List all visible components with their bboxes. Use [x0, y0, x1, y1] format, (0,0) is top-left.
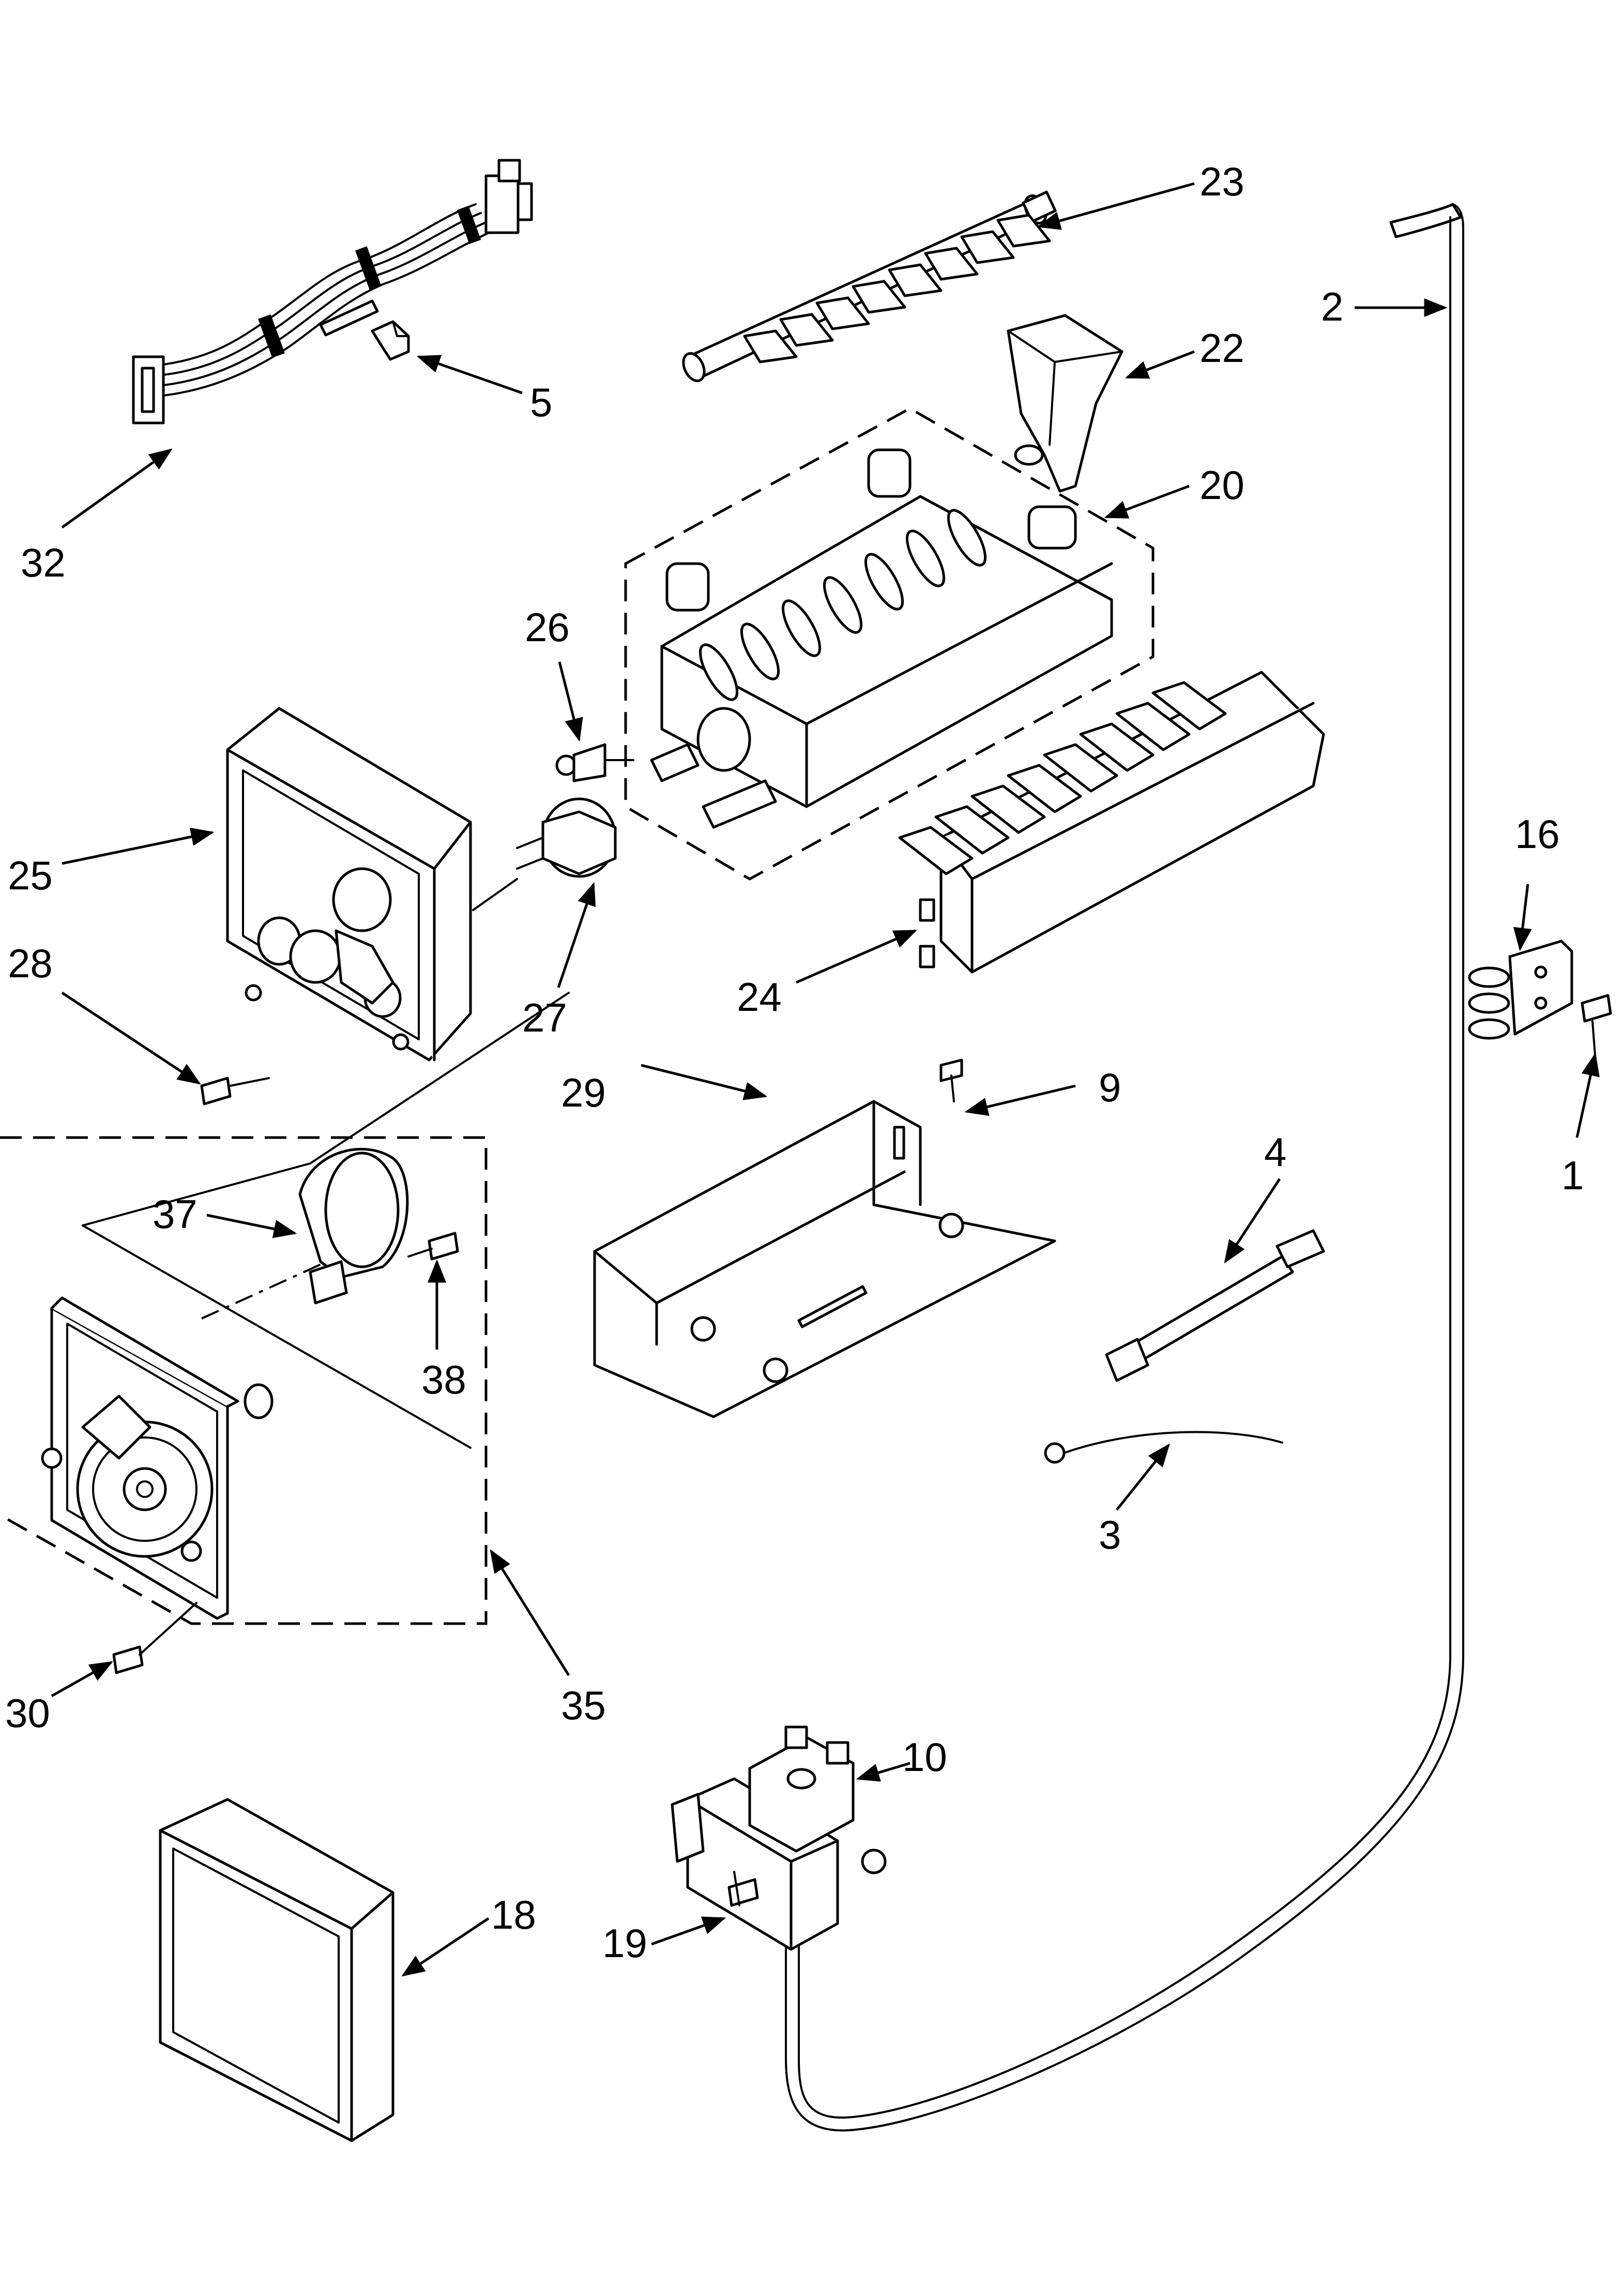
- callout-2: 2: [1321, 284, 1343, 329]
- part-24-stripper: [898, 671, 1325, 974]
- part-3-tube: [1044, 1431, 1283, 1464]
- callout-30: 30: [5, 1690, 50, 1736]
- part-38-screw: [407, 1232, 459, 1261]
- callout-3: 3: [1099, 1512, 1121, 1557]
- part-35-gear-plate: [41, 1296, 274, 1620]
- callout-19: 19: [602, 1920, 647, 1966]
- callout-24: 24: [737, 974, 782, 1020]
- part-19-screw: [727, 1871, 759, 1907]
- part-5-clip: [371, 320, 410, 361]
- callout-20: 20: [1200, 462, 1244, 508]
- callout-26: 26: [525, 604, 570, 650]
- callout-29: 29: [561, 1070, 606, 1115]
- part-25-control-housing: [226, 707, 472, 1062]
- part-18-cover: [159, 1798, 394, 2142]
- part-26-pin: [555, 743, 634, 782]
- callout-32: 32: [21, 540, 66, 585]
- part-29-mounting-plate: [593, 1100, 1056, 1418]
- callout-16: 16: [1515, 811, 1560, 857]
- part-1-screw: [1581, 994, 1612, 1056]
- part-9-screw: [939, 1058, 963, 1102]
- part-27-thermostat: [472, 797, 617, 911]
- callout-22: 22: [1200, 325, 1244, 371]
- callout-37: 37: [153, 1191, 198, 1237]
- part-16-bracket: [1468, 940, 1573, 1040]
- part-10-water-valve: [671, 1725, 887, 1951]
- callout-4: 4: [1264, 1129, 1286, 1175]
- callout-labels: 23 2 22 5 32 20 26 25 16 28 27 24 29 9 4…: [5, 159, 1584, 1966]
- callout-27: 27: [522, 995, 567, 1040]
- callout-35: 35: [561, 1683, 606, 1728]
- callout-25: 25: [8, 853, 53, 898]
- part-20-ice-mold: [624, 407, 1155, 881]
- part-4-fill-tube: [1105, 1229, 1325, 1382]
- part-2-water-line: [785, 203, 1464, 2132]
- callout-18: 18: [491, 1892, 536, 1937]
- callout-38: 38: [421, 1357, 466, 1402]
- callout-23: 23: [1200, 159, 1244, 204]
- callout-1: 1: [1561, 1153, 1584, 1198]
- part-22-fill-cup: [1007, 314, 1124, 493]
- part-37-motor: [298, 1147, 409, 1305]
- part-23-ejector: [682, 190, 1057, 382]
- callout-5: 5: [530, 380, 552, 425]
- part-30-screw: [112, 1602, 198, 1674]
- part-32-wire-harness: [132, 159, 533, 425]
- callout-9: 9: [1099, 1065, 1121, 1110]
- part-28-screw: [200, 1077, 270, 1105]
- leader-lines: [51, 182, 1600, 1977]
- callout-10: 10: [902, 1734, 947, 1780]
- callout-28: 28: [8, 941, 53, 986]
